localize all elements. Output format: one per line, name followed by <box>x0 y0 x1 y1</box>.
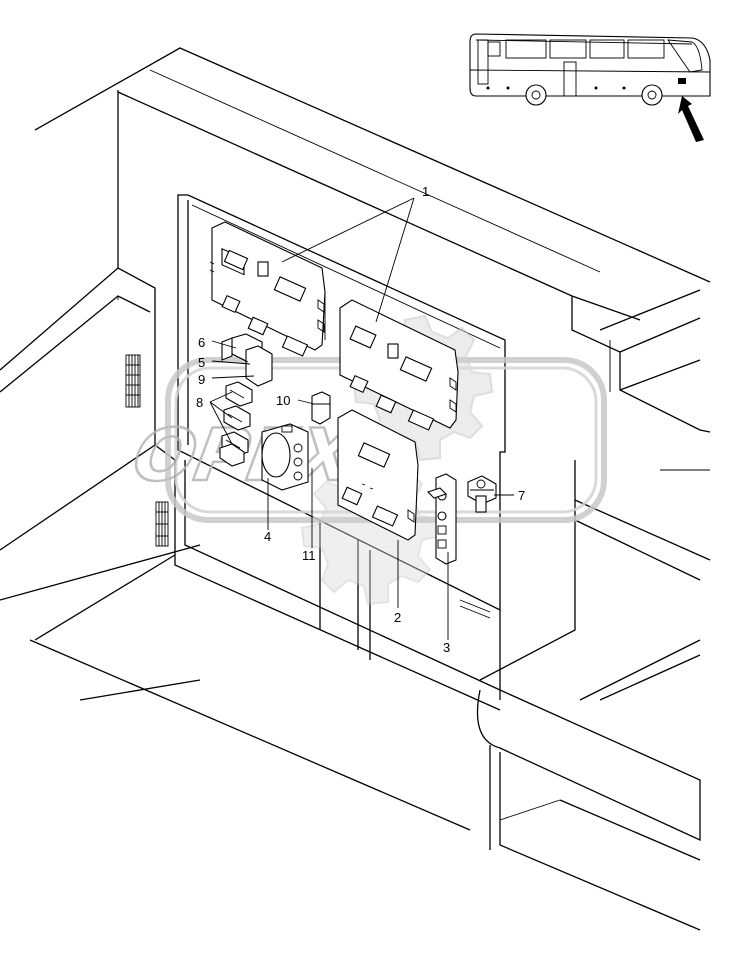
callout-3: 3 <box>443 640 450 655</box>
component-10-bracket <box>311 391 331 425</box>
callout-labels: 1 2 3 4 5 6 7 8 9 10 11 <box>196 184 525 655</box>
callout-5: 5 <box>198 355 205 370</box>
vent-grille-lower <box>155 501 169 547</box>
callout-1: 1 <box>422 184 429 199</box>
electrical-panel <box>177 194 506 612</box>
callout-6: 6 <box>198 335 205 350</box>
leader-lines <box>209 197 514 640</box>
callout-10: 10 <box>276 393 290 408</box>
locator-arrow-icon <box>678 96 704 142</box>
component-4-cylinder-module <box>261 423 309 491</box>
relay-cluster <box>221 333 273 387</box>
callout-9: 9 <box>198 372 205 387</box>
vent-grille-left <box>125 354 141 408</box>
control-module-1-left <box>209 221 326 357</box>
control-module-2 <box>337 409 419 541</box>
callout-8: 8 <box>196 395 203 410</box>
callout-4: 4 <box>264 529 271 544</box>
callout-2: 2 <box>394 610 401 625</box>
control-module-1-right <box>339 299 459 431</box>
component-3-terminal-bracket <box>426 473 457 565</box>
callout-7: 7 <box>518 488 525 503</box>
callout-11: 11 <box>302 548 316 563</box>
component-7-switch <box>467 475 497 513</box>
bus-locator-inset <box>469 33 711 142</box>
fuse-blocks <box>219 381 253 467</box>
cabinet-structure <box>0 47 711 931</box>
